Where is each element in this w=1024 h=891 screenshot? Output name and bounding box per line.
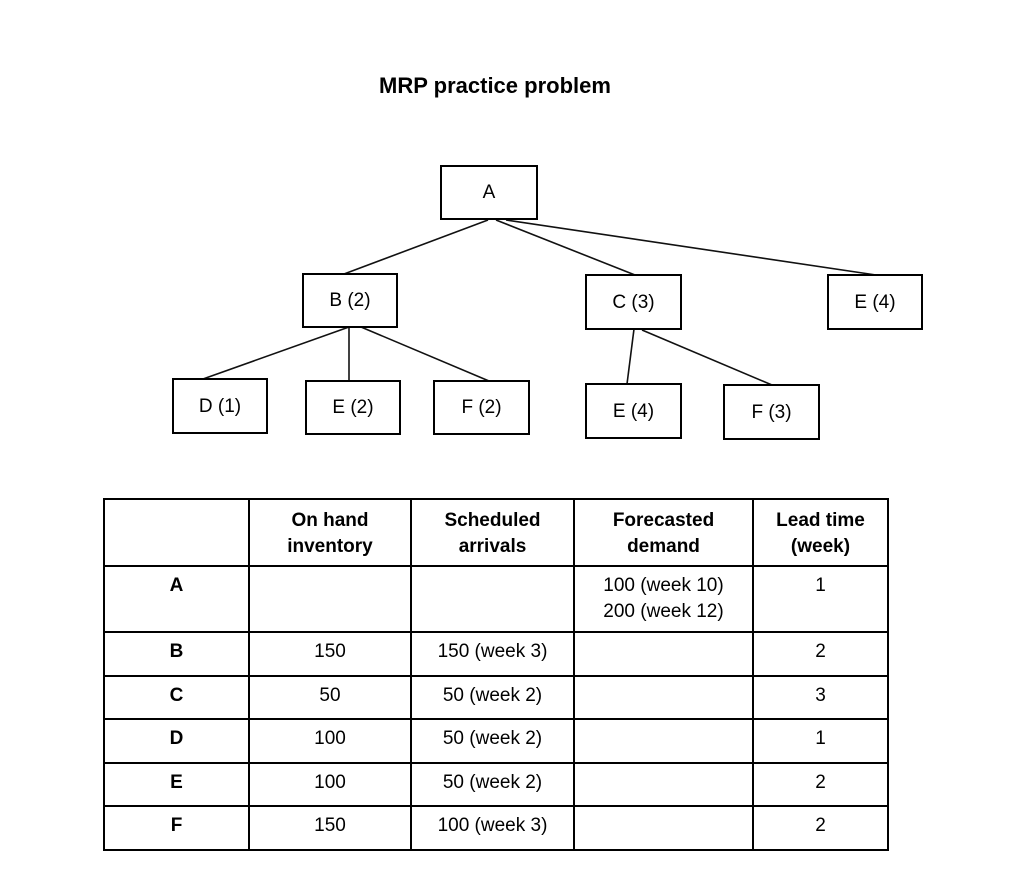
cell-item: F bbox=[103, 805, 250, 851]
cell-forecast: 100 (week 10) 200 (week 12) bbox=[573, 565, 754, 633]
tree-node-e-under-c: E (4) bbox=[585, 383, 682, 439]
edge-b-d bbox=[202, 326, 350, 380]
mrp-data-table: On hand inventory Scheduled arrivals For… bbox=[103, 498, 889, 851]
cell-lead-time: 2 bbox=[752, 762, 889, 807]
tree-node-f-under-b: F (2) bbox=[433, 380, 530, 435]
cell-on-hand bbox=[248, 565, 412, 633]
cell-lead-time: 3 bbox=[752, 675, 889, 720]
cell-forecast bbox=[573, 762, 754, 807]
table-header-row: On hand inventory Scheduled arrivals For… bbox=[103, 498, 889, 567]
table-row-f: F 150 100 (week 3) 2 bbox=[103, 805, 889, 851]
cell-scheduled: 50 (week 2) bbox=[410, 718, 575, 764]
cell-forecast bbox=[573, 805, 754, 851]
tree-node-d: D (1) bbox=[172, 378, 268, 434]
tree-node-a: A bbox=[440, 165, 538, 220]
header-item bbox=[103, 498, 250, 567]
tree-node-e-under-b: E (2) bbox=[305, 380, 401, 435]
edge-a-c bbox=[495, 219, 636, 276]
header-forecast: Forecasted demand bbox=[573, 498, 754, 567]
tree-node-label: F (2) bbox=[461, 397, 502, 418]
header-lead-time: Lead time (week) bbox=[752, 498, 889, 567]
cell-scheduled: 50 (week 2) bbox=[410, 675, 575, 720]
table-row-a: A 100 (week 10) 200 (week 12) 1 bbox=[103, 565, 889, 633]
cell-on-hand: 150 bbox=[248, 805, 412, 851]
cell-on-hand: 50 bbox=[248, 675, 412, 720]
tree-node-c: C (3) bbox=[585, 274, 682, 330]
edge-a-b bbox=[343, 219, 489, 275]
cell-on-hand: 100 bbox=[248, 718, 412, 764]
table-row-c: C 50 50 (week 2) 3 bbox=[103, 675, 889, 720]
cell-forecast bbox=[573, 631, 754, 677]
tree-node-label: C (3) bbox=[612, 291, 655, 313]
cell-on-hand: 150 bbox=[248, 631, 412, 677]
tree-node-label: A bbox=[482, 182, 496, 203]
cell-scheduled: 100 (week 3) bbox=[410, 805, 575, 851]
tree-node-label: E (4) bbox=[854, 291, 896, 313]
edge-b-f1 bbox=[360, 326, 490, 382]
cell-forecast bbox=[573, 675, 754, 720]
cell-lead-time: 1 bbox=[752, 565, 889, 633]
cell-lead-time: 1 bbox=[752, 718, 889, 764]
cell-item: D bbox=[103, 718, 250, 764]
cell-forecast bbox=[573, 718, 754, 764]
cell-item: C bbox=[103, 675, 250, 720]
tree-node-label: B (2) bbox=[329, 290, 371, 311]
tree-node-label: E (4) bbox=[612, 400, 655, 422]
header-on-hand: On hand inventory bbox=[248, 498, 412, 567]
tree-node-label: D (1) bbox=[198, 395, 242, 417]
header-scheduled: Scheduled arrivals bbox=[410, 498, 575, 567]
table-row-d: D 100 50 (week 2) 1 bbox=[103, 718, 889, 764]
cell-scheduled bbox=[410, 565, 575, 633]
cell-scheduled: 50 (week 2) bbox=[410, 762, 575, 807]
cell-scheduled: 150 (week 3) bbox=[410, 631, 575, 677]
cell-item: E bbox=[103, 762, 250, 807]
table-row-b: B 150 150 (week 3) 2 bbox=[103, 631, 889, 677]
cell-lead-time: 2 bbox=[752, 631, 889, 677]
tree-node-label: F (3) bbox=[751, 401, 792, 423]
edge-c-f2 bbox=[641, 329, 773, 386]
cell-item: B bbox=[103, 631, 250, 677]
cell-lead-time: 2 bbox=[752, 805, 889, 851]
edge-c-e3 bbox=[626, 328, 635, 385]
table-row-e: E 100 50 (week 2) 2 bbox=[103, 762, 889, 807]
tree-node-f-under-c: F (3) bbox=[723, 384, 820, 440]
tree-node-e-level1: E (4) bbox=[827, 274, 923, 330]
tree-node-label: E (2) bbox=[332, 397, 374, 418]
cell-on-hand: 100 bbox=[248, 762, 412, 807]
edge-a-e1 bbox=[505, 219, 877, 276]
tree-node-b: B (2) bbox=[302, 273, 398, 328]
tree-edges bbox=[202, 219, 877, 386]
page-title: MRP practice problem bbox=[379, 73, 611, 98]
cell-item: A bbox=[103, 565, 250, 633]
